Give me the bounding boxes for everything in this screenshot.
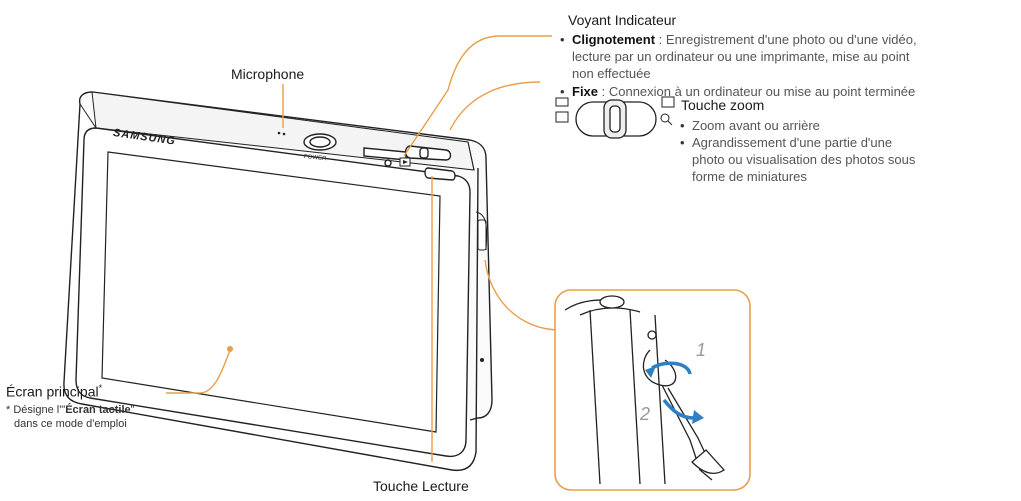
screen-note-line2: dans ce mode d'emploi: [14, 418, 127, 430]
indicator-fixed-term: Fixe: [572, 84, 599, 99]
callout-strap: [484, 259, 561, 331]
strap-step-2: 2: [640, 404, 651, 424]
screen-note: * Désigne l'"Écran tactile" dans ce mode…: [6, 403, 135, 431]
microphone-label: Microphone: [231, 66, 305, 82]
zoom-item-1: Zoom avant ou arrière: [680, 117, 980, 134]
zoom-item-2-line2: photo ou visualisation des photos sous: [692, 152, 916, 167]
strap-inset: [554, 289, 751, 491]
indicator-desc: Clignotement : Enregistrement d'une phot…: [560, 31, 1018, 100]
zoom-title: Touche zoom: [681, 97, 765, 113]
screen-note-post: ": [130, 404, 135, 416]
zoom-item-2-line3: forme de miniatures: [692, 169, 807, 184]
screen-title-text: Écran principal: [6, 383, 99, 400]
strap-step-1: 1: [696, 340, 707, 360]
callout-indicator: [403, 35, 552, 157]
indicator-fixed-item: Fixe : Connexion à un ordinateur ou mise…: [560, 83, 1018, 100]
indicator-blink-desc: : Enregistrement d'une photo ou d'une vi…: [655, 32, 917, 47]
camera-body: [63, 91, 493, 472]
indicator-blink-item: Clignotement : Enregistrement d'une phot…: [560, 31, 1018, 48]
indicator-blink-term: Clignotement: [572, 32, 656, 47]
indicator-blink-desc3: non effectuée: [572, 66, 651, 81]
zoom-item-2: Agrandissement d'une partie d'une: [680, 134, 980, 151]
callout-zoom: [449, 81, 541, 131]
screen-note-term: Écran tactile: [65, 404, 131, 416]
search-icon: [660, 113, 670, 123]
magnify-grid-icon: [555, 111, 569, 123]
playback-label: Touche Lecture: [373, 478, 469, 494]
screen-note-pre: * Désigne l'": [6, 404, 66, 416]
indicator-blink-desc2: lecture par un ordinateur ou une imprima…: [572, 49, 910, 64]
callout-screen: [166, 349, 231, 394]
zoom-desc: Zoom avant ou arrière Agrandissement d'u…: [680, 117, 980, 185]
zoom-switch: [555, 96, 675, 139]
callout-lines: [166, 35, 561, 462]
screen-title: Écran principal*: [6, 383, 102, 400]
indicator-fixed-desc: : Connexion à un ordinateur ou mise au p…: [598, 84, 916, 99]
screen-title-star: *: [98, 383, 103, 393]
indicator-title: Voyant Indicateur: [568, 12, 677, 28]
screen-note-line1: * Désigne l'"Écran tactile": [6, 403, 135, 417]
screen-dot: [227, 346, 233, 352]
